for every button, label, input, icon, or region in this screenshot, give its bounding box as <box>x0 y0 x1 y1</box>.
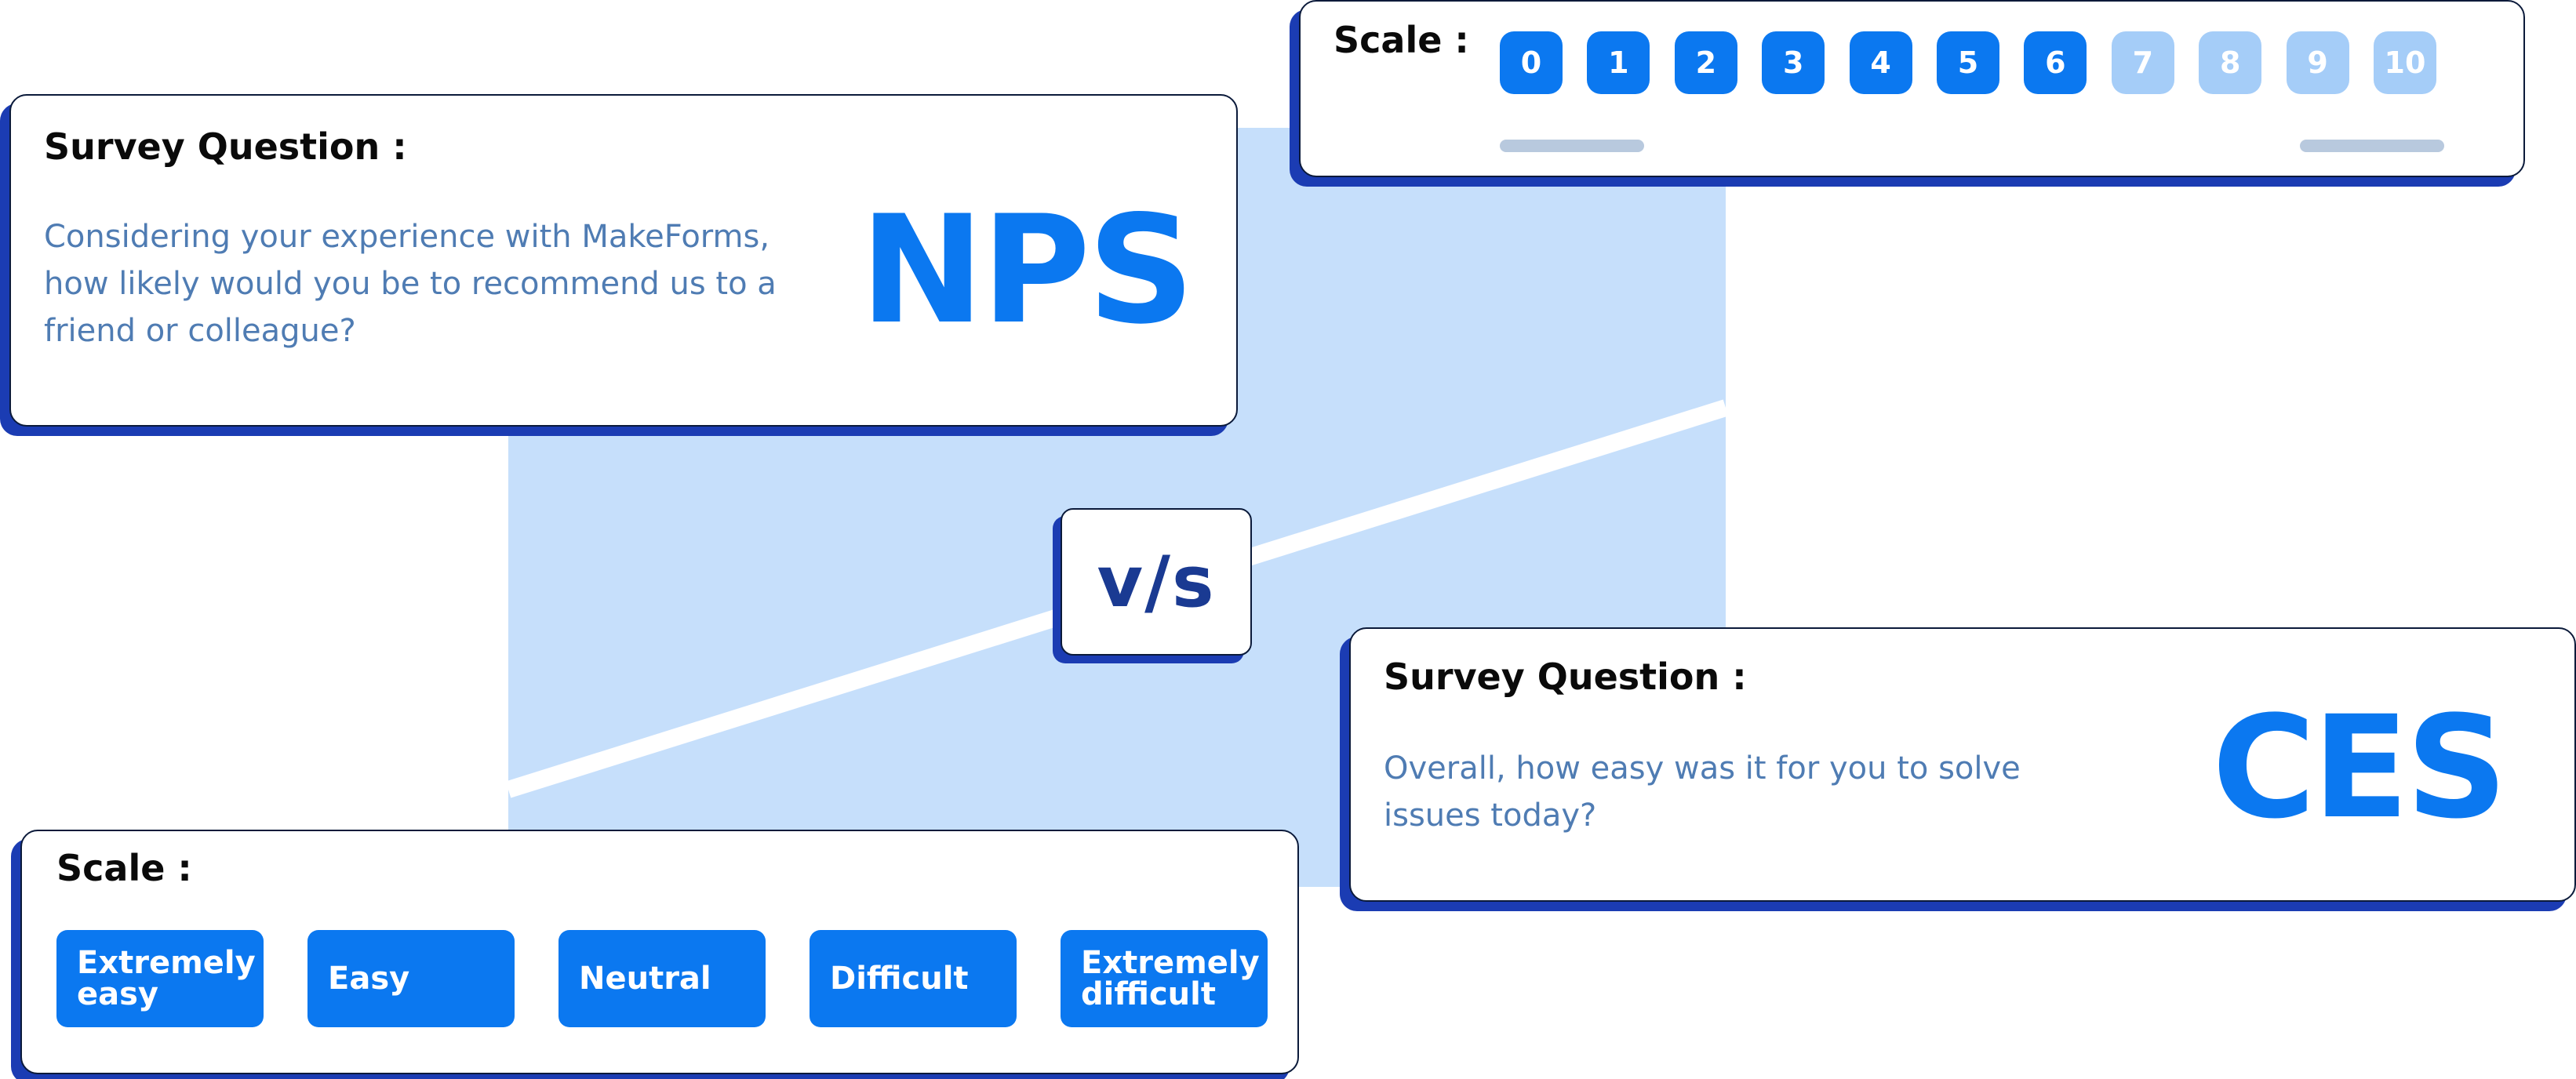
ces-question-card: Survey Question : Overall, how easy was … <box>1349 627 2576 902</box>
nps-question-heading: Survey Question : <box>44 125 407 168</box>
scale-chip-0[interactable]: 0 <box>1500 31 1563 94</box>
vs-badge: v/s <box>1061 508 1252 656</box>
nps-acronym: NPS <box>860 183 1195 357</box>
ces-scale-heading: Scale : <box>56 847 192 889</box>
vs-label: v/s <box>1097 540 1216 623</box>
scale-option-difficult[interactable]: Difficult <box>810 930 1017 1027</box>
nps-scale-heading: Scale : <box>1333 19 1469 61</box>
nps-question-text: Considering your experience with MakeFor… <box>44 219 777 349</box>
ces-question-heading: Survey Question : <box>1384 656 1747 698</box>
ces-scale-card: Scale : Extremely easy Easy Neutral Difficu… <box>20 830 1299 1074</box>
scale-option-extremely-easy[interactable]: Extremely easy <box>56 930 264 1027</box>
scale-chip-2[interactable]: 2 <box>1674 31 1737 94</box>
scale-option-neutral[interactable]: Neutral <box>558 930 766 1027</box>
ces-acronym: CES <box>2212 686 2508 850</box>
scale-option-extremely-difficult[interactable]: Extremely difficult <box>1061 930 1268 1027</box>
scale-chip-5[interactable]: 5 <box>1937 31 1999 94</box>
scale-chip-10[interactable]: 10 <box>2374 31 2436 94</box>
scale-chip-4[interactable]: 4 <box>1849 31 1912 94</box>
nps-question-card: Survey Question : Considering your exper… <box>9 94 1238 427</box>
scale-option-easy[interactable]: Easy <box>307 930 515 1027</box>
scale-chip-8[interactable]: 8 <box>2199 31 2262 94</box>
scale-chip-9[interactable]: 9 <box>2286 31 2349 94</box>
scale-chip-1[interactable]: 1 <box>1587 31 1650 94</box>
scale-chip-6[interactable]: 6 <box>2024 31 2087 94</box>
scale-chip-7[interactable]: 7 <box>2111 31 2174 94</box>
scale-left-bar <box>1500 140 1644 152</box>
ces-question-text: Overall, how easy was it for you to solv… <box>1384 750 2021 834</box>
scale-right-bar <box>2300 140 2444 152</box>
scale-chip-3[interactable]: 3 <box>1762 31 1825 94</box>
